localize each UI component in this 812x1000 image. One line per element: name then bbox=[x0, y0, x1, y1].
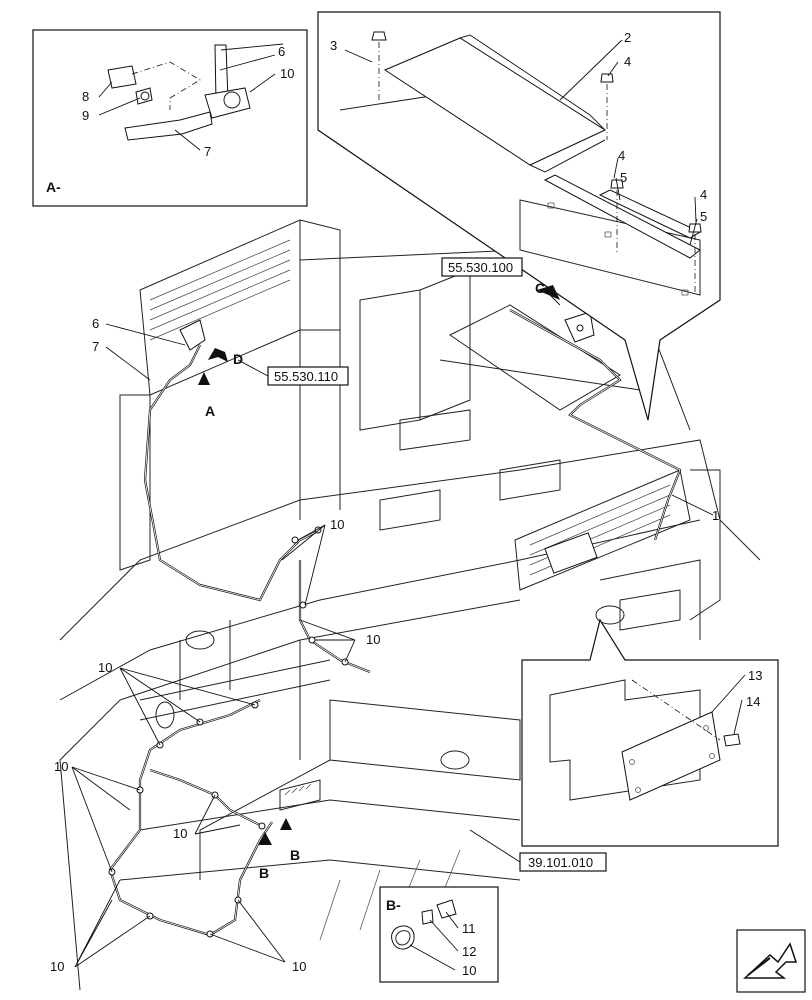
view-c-arrow-label: C bbox=[535, 280, 545, 296]
inset-cover bbox=[521, 618, 779, 847]
callout-10: 10 bbox=[330, 517, 344, 532]
callout-13: 13 bbox=[748, 668, 762, 683]
callout-11: 11 bbox=[462, 921, 476, 936]
callout-7: 7 bbox=[204, 144, 211, 159]
view-d-arrow-label: D bbox=[233, 351, 243, 367]
inset-b bbox=[379, 886, 499, 983]
callout-9: 9 bbox=[82, 108, 89, 123]
callout-10: 10 bbox=[50, 959, 64, 974]
callout-10: 10 bbox=[98, 660, 112, 675]
callout-10: 10 bbox=[280, 66, 294, 81]
callout-3: 3 bbox=[330, 38, 337, 53]
ref-55-530-100: 55.530.100 bbox=[448, 260, 513, 275]
callout-6: 6 bbox=[278, 44, 285, 59]
callout-4: 4 bbox=[700, 187, 707, 202]
callout-14: 14 bbox=[746, 694, 760, 709]
inset-panel bbox=[317, 11, 721, 421]
callout-10: 10 bbox=[54, 759, 68, 774]
callout-1: 1 bbox=[712, 508, 719, 523]
arrow-icon[interactable] bbox=[736, 929, 806, 993]
view-labels: A- B- A B B C D bbox=[46, 179, 545, 913]
callout-5: 5 bbox=[620, 170, 627, 185]
callout-2: 2 bbox=[624, 30, 631, 45]
callout-8: 8 bbox=[82, 89, 89, 104]
callout-4: 4 bbox=[618, 148, 625, 163]
ref-39-101-010: 39.101.010 bbox=[528, 855, 593, 870]
callout-10: 10 bbox=[366, 632, 380, 647]
callout-10: 10 bbox=[462, 963, 476, 978]
harness-bracket bbox=[179, 319, 206, 351]
callout-10: 10 bbox=[173, 826, 187, 841]
callout-10: 10 bbox=[292, 959, 306, 974]
view-b-arrow-label: B bbox=[259, 865, 269, 881]
callout-7: 7 bbox=[92, 339, 99, 354]
reference-boxes: 55.530.100 55.530.110 39.101.010 bbox=[237, 257, 607, 872]
machine-frame bbox=[59, 219, 761, 991]
view-a-title: A- bbox=[46, 179, 61, 195]
callout-12: 12 bbox=[462, 944, 476, 959]
callout-labels: 1 2 3 4 4 4 5 5 6 6 7 7 8 9 10 10 10 10 … bbox=[50, 30, 762, 978]
view-b-title: B- bbox=[386, 897, 401, 913]
harness-clips bbox=[108, 526, 349, 938]
callout-6: 6 bbox=[92, 316, 99, 331]
view-arrows bbox=[198, 285, 561, 845]
callout-5: 5 bbox=[700, 209, 707, 224]
callout-4: 4 bbox=[624, 54, 631, 69]
ref-55-530-110: 55.530.110 bbox=[274, 369, 338, 384]
harness-plate bbox=[449, 304, 621, 411]
leader-lines bbox=[71, 39, 746, 971]
bracket-hole bbox=[576, 324, 584, 332]
inset-a bbox=[32, 29, 308, 207]
view-a-arrow-label: A bbox=[205, 403, 215, 419]
view-b-arrow-label: B bbox=[290, 847, 300, 863]
